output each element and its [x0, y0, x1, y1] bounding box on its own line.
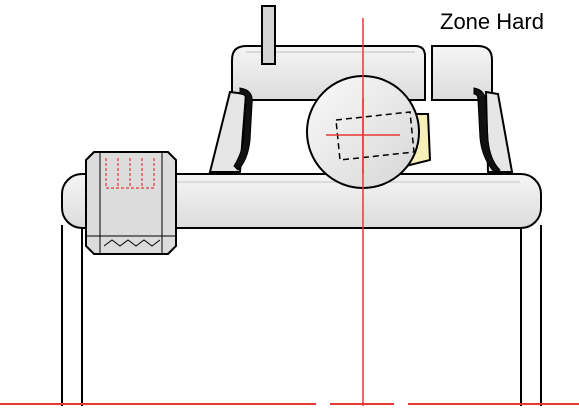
inner-ring [61, 173, 542, 229]
zone-label: Zone Hard [440, 9, 544, 34]
seal-right [473, 87, 501, 173]
set-screw [85, 151, 177, 255]
shaft [61, 225, 542, 406]
lock-pin [261, 5, 276, 65]
seal-left [233, 87, 253, 171]
